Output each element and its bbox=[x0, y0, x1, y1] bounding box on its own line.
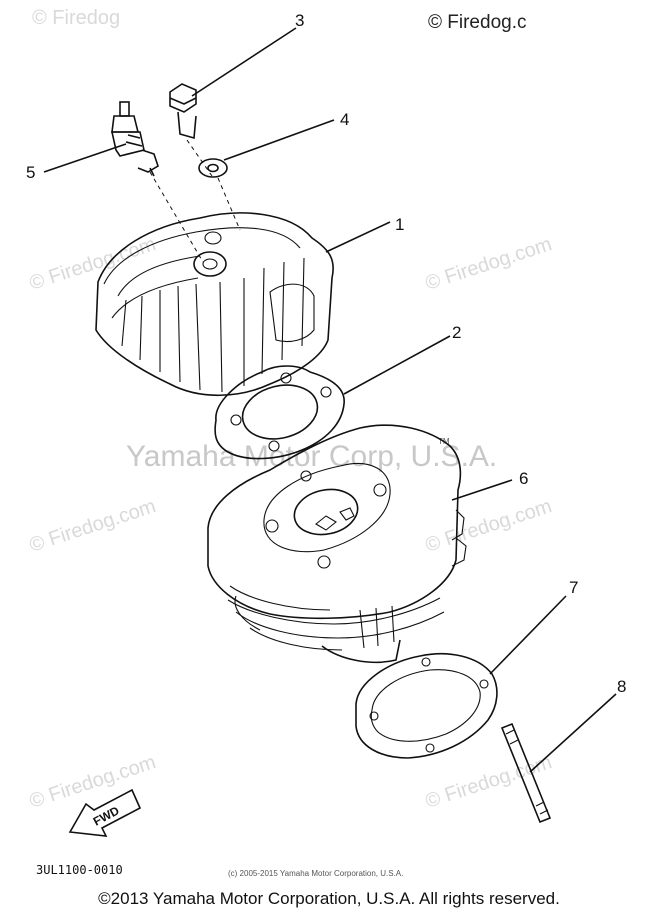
callout-4: 4 bbox=[340, 110, 349, 129]
stud-bolt bbox=[500, 722, 552, 824]
part-code: 3UL1100-0010 bbox=[36, 863, 123, 877]
cylinder-head bbox=[95, 212, 334, 397]
callout-1: 1 bbox=[395, 215, 404, 234]
watermark-site-4: © Firedog.com bbox=[423, 495, 555, 557]
small-copyright: (c) 2005-2015 Yamaha Motor Corporation, … bbox=[228, 869, 403, 878]
watermark-top-left: © Firedog bbox=[32, 7, 120, 29]
callout-8: 8 bbox=[617, 677, 626, 696]
watermark-top-right: © Firedog.c bbox=[428, 12, 526, 33]
leader-6 bbox=[451, 479, 513, 501]
watermark-site-3: © Firedog.com bbox=[27, 495, 159, 557]
assembly-line-plug bbox=[149, 171, 204, 263]
leader-3 bbox=[191, 27, 297, 97]
leader-2 bbox=[343, 335, 451, 395]
cylinder-barrel bbox=[207, 424, 467, 664]
leader-7 bbox=[489, 595, 567, 675]
callout-3: 3 bbox=[295, 11, 304, 30]
watermark-site-2: © Firedog.com bbox=[423, 233, 555, 295]
footer-copyright: ©2013 Yamaha Motor Corporation, U.S.A. A… bbox=[98, 889, 560, 908]
callout-5: 5 bbox=[26, 163, 35, 182]
spark-plug bbox=[111, 101, 159, 177]
callout-2: 2 bbox=[452, 323, 461, 342]
head-gasket bbox=[214, 365, 345, 460]
head-bolt bbox=[169, 83, 197, 140]
callout-7: 7 bbox=[569, 578, 578, 597]
base-gasket bbox=[355, 653, 498, 759]
leader-8 bbox=[529, 693, 617, 773]
leader-1 bbox=[325, 221, 391, 253]
leader-4 bbox=[223, 119, 335, 161]
leader-5 bbox=[43, 143, 127, 173]
washer bbox=[198, 158, 228, 178]
assembly-line-washer bbox=[217, 177, 241, 231]
callout-6: 6 bbox=[519, 469, 528, 488]
watermark-site-1: © Firedog.com bbox=[27, 233, 159, 295]
